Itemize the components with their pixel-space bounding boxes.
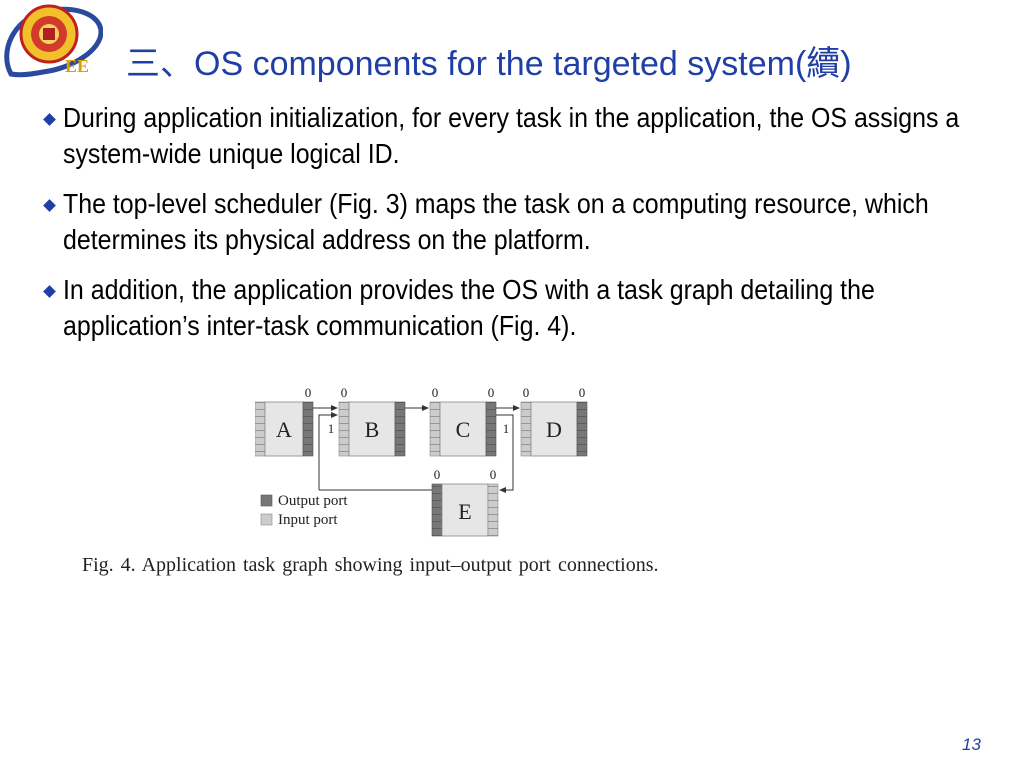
connection-arrows bbox=[313, 405, 520, 493]
bullet-item: In addition, the application provides th… bbox=[42, 272, 992, 344]
task-graph-figure: A B C D E 0 0 1 0 bbox=[255, 385, 588, 537]
task-node-d: D bbox=[520, 401, 588, 457]
diamond-bullet-icon bbox=[43, 285, 56, 298]
bullet-item: The top-level scheduler (Fig. 3) maps th… bbox=[42, 186, 992, 258]
task-label-e: E bbox=[458, 499, 471, 524]
task-label-d: D bbox=[546, 417, 562, 442]
port-label: 0 bbox=[305, 385, 312, 400]
task-label-c: C bbox=[456, 417, 471, 442]
bullet-list: During application initialization, for e… bbox=[42, 100, 992, 358]
figure-legend: Output port Input port bbox=[260, 493, 348, 528]
page-number: 13 bbox=[962, 735, 981, 754]
task-node-c: C bbox=[429, 401, 497, 457]
bullet-text: The top-level scheduler (Fig. 3) maps th… bbox=[63, 188, 929, 255]
slide-title: 三、OS components for the targeted system(… bbox=[126, 45, 852, 83]
port-label: 0 bbox=[341, 385, 348, 400]
task-node-e: E bbox=[431, 483, 499, 537]
logo-seal-icon bbox=[19, 4, 79, 64]
task-node-b: B bbox=[338, 401, 406, 457]
bullet-text: During application initialization, for e… bbox=[63, 102, 960, 169]
university-logo: EE bbox=[4, 4, 103, 78]
port-label: 1 bbox=[328, 421, 335, 436]
port-label: 0 bbox=[523, 385, 530, 400]
legend-input-label: Input port bbox=[278, 512, 338, 528]
task-node-a: A bbox=[255, 401, 314, 457]
port-label: 1 bbox=[503, 421, 510, 436]
logo-text: EE bbox=[65, 56, 89, 76]
bullet-item: During application initialization, for e… bbox=[42, 100, 992, 172]
input-port-swatch bbox=[260, 513, 273, 526]
legend-output-label: Output port bbox=[278, 493, 348, 509]
port-label: 0 bbox=[490, 467, 497, 482]
diamond-bullet-icon bbox=[43, 113, 56, 126]
port-label: 0 bbox=[488, 385, 495, 400]
diamond-bullet-icon bbox=[43, 199, 56, 212]
figure-caption: Fig. 4. Application task graph showing i… bbox=[82, 554, 659, 576]
port-labels: 0 0 1 0 0 1 0 0 0 0 bbox=[305, 385, 586, 482]
port-label: 0 bbox=[579, 385, 586, 400]
port-label: 0 bbox=[434, 467, 441, 482]
port-label: 0 bbox=[432, 385, 439, 400]
output-port-swatch bbox=[260, 494, 273, 507]
task-label-b: B bbox=[365, 417, 380, 442]
bullet-text: In addition, the application provides th… bbox=[63, 274, 875, 341]
logo-swoosh-icon bbox=[4, 6, 103, 78]
task-label-a: A bbox=[276, 417, 292, 442]
